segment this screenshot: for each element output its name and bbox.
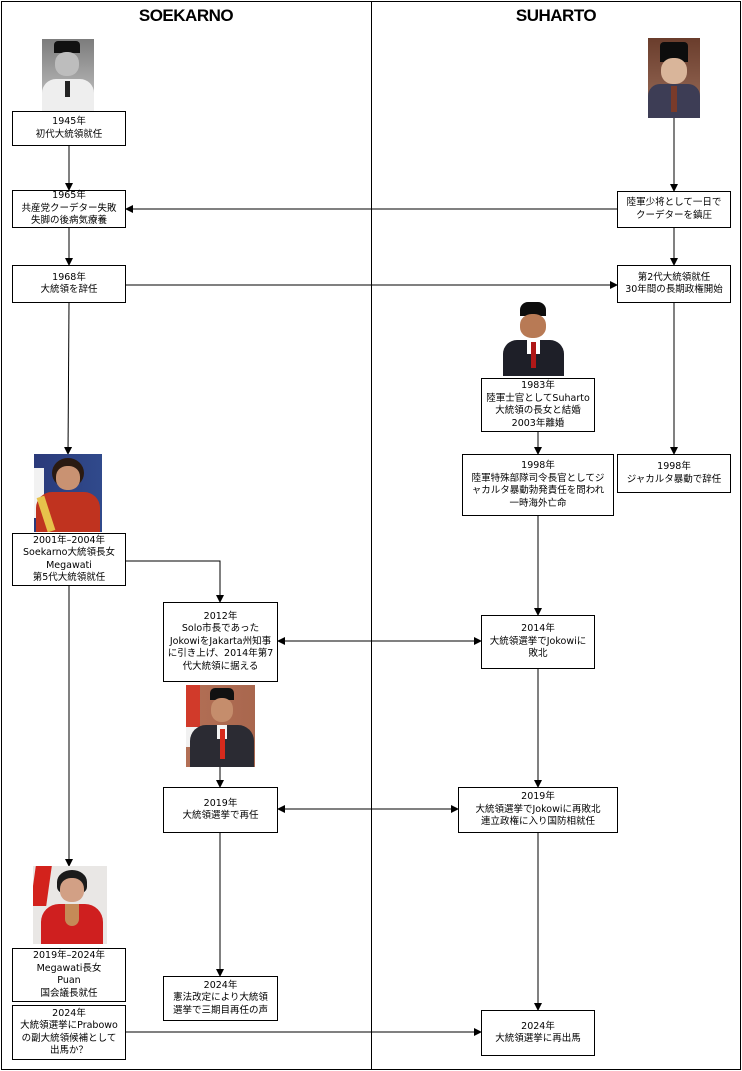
event-2024-prabowo-rerun: 2024年 大統領選挙に再出馬 [481, 1010, 595, 1056]
event-text: 憲法改定により大統領 [173, 992, 268, 1004]
event-text: Solo市長であった [181, 623, 260, 635]
event-text: ャカルタ暴動勃発責任を問われ [471, 485, 605, 496]
event-text: 2001年–2004年 [32, 534, 106, 546]
puan-photo [33, 866, 107, 944]
event-text: 一時海外亡命 [509, 497, 567, 509]
event-puan-speaker: 2019年–2024年 Megawati長女 Puan 国会議長就任 [12, 948, 126, 1002]
event-text: 2024年 [521, 1020, 555, 1032]
event-text: 失脚の後病気療養 [30, 215, 107, 227]
event-text: 2019年–2024年 [32, 950, 106, 961]
event-1998-prabowo-exile: 1998年 陸軍特殊部隊司令長官としてジ ャカルタ暴動勃発責任を問われ 一時海外… [462, 454, 614, 516]
event-text: 1965年 [52, 190, 86, 202]
suharto-column-title: SUHARTO [515, 6, 597, 25]
megawati-photo [34, 454, 102, 532]
event-suppress-coup: 陸軍少将として一日で クーデターを鎮圧 [617, 191, 731, 228]
event-text: 2012年 [203, 610, 238, 622]
event-text: Megawati [46, 559, 92, 571]
event-text: Megawati長女 [36, 962, 102, 974]
event-1998-suharto-resignation: 1998年 ジャカルタ暴動で辞任 [617, 454, 731, 493]
event-text: 1945年 [52, 116, 86, 127]
event-text: クーデターを鎮圧 [635, 209, 712, 221]
event-text: 30年間の長期政権開始 [625, 284, 723, 295]
event-text: JokowiをJakarta州知事 [169, 635, 272, 647]
event-text: 初代大統領就任 [35, 128, 103, 140]
event-text: 第2代大統領就任 [637, 271, 711, 283]
event-text: 1968年 [52, 271, 86, 283]
event-text: 国会議長就任 [40, 987, 98, 999]
event-2019-jokowi-reelected: 2019年 大統領選挙で再任 [163, 787, 278, 833]
event-text: 2019年 [203, 797, 238, 809]
event-text: Soekarno大統領長女 [23, 547, 115, 558]
event-1983-marriage: 1983年 陸軍士官としてSuharto 大統領の長女と結婚 2003年離婚 [481, 378, 595, 432]
event-text: 陸軍士官としてSuharto [486, 392, 590, 404]
event-2014-election-defeat: 2014年 大統領選挙でJokowiに 敗北 [481, 615, 595, 669]
column-divider [371, 1, 372, 1069]
event-text: 2019年 [521, 791, 555, 803]
event-text: 連立政権に入り国防相就任 [480, 816, 595, 828]
event-1945-first-president: 1945年 初代大統領就任 [12, 111, 126, 146]
soekarno-column-title: SOEKARNO [138, 6, 234, 25]
event-text: 陸軍少将として一日で [626, 197, 722, 208]
soekarno-photo [42, 39, 94, 111]
event-2024-puan-vp-candidate: 2024年 大統領選挙にPrabowo の副大統領候補として 出馬か？ [12, 1005, 126, 1060]
event-text: 大統領の長女と結婚 [495, 405, 581, 416]
jokowi-photo [186, 685, 255, 767]
event-text: 共産党クーデター失敗 [21, 202, 117, 214]
event-text: 大統領選挙でJokowiに [489, 635, 587, 647]
suharto-photo [648, 38, 700, 118]
event-1968-resignation: 1968年 大統領を辞任 [12, 265, 126, 303]
event-text: 敗北 [528, 648, 548, 660]
arrow-1968-to-megawati [64, 302, 73, 455]
event-2012-jokowi-promotion: 2012年 Solo市長であった JokowiをJakarta州知事 に引き上げ… [163, 602, 278, 682]
event-text: 1998年 [521, 460, 555, 471]
event-megawati-president: 2001年–2004年 Soekarno大統領長女 Megawati 第5代大統… [12, 533, 126, 586]
event-text: の副大統領候補として [21, 1032, 117, 1044]
event-1965-coup-failure: 1965年 共産党クーデター失敗 失脚の後病気療養 [12, 190, 126, 228]
event-text: 第5代大統領就任 [32, 572, 106, 583]
event-text: に引き上げ、2014年第7 [167, 648, 274, 660]
event-text: 2024年 [203, 979, 238, 991]
event-2019-prabowo-defense-minister: 2019年 大統領選挙でJokowiに再敗北 連立政権に入り国防相就任 [458, 787, 618, 833]
prabowo-photo [503, 300, 564, 376]
event-text: 出馬か？ [49, 1045, 88, 1056]
event-text: 大統領を辞任 [40, 284, 98, 295]
event-text: 1983年 [521, 380, 555, 391]
event-text: 陸軍特殊部隊司令長官としてジ [471, 472, 605, 484]
event-text: 2003年離婚 [511, 417, 565, 429]
event-text: 大統領選挙でJokowiに再敗北 [475, 803, 601, 815]
event-text: 2014年 [521, 623, 555, 635]
arrow-megawati-to-2012 [126, 560, 224, 603]
event-text: 2024年 [52, 1007, 86, 1019]
event-text: 代大統領に据える [182, 660, 259, 672]
event-text: 選挙で三期目再任の声 [172, 1004, 268, 1016]
event-text: Puan [57, 975, 81, 986]
event-text: 大統領選挙にPrabowo [20, 1020, 118, 1031]
event-text: 大統領選挙で再任 [182, 810, 259, 821]
event-text: 大統領選挙に再出馬 [495, 1033, 581, 1044]
event-2024-third-term-talk: 2024年 憲法改定により大統領 選挙で三期目再任の声 [163, 976, 278, 1021]
event-text: ジャカルタ暴動で辞任 [626, 473, 722, 485]
event-second-president: 第2代大統領就任 30年間の長期政権開始 [617, 265, 731, 303]
event-text: 1998年 [657, 461, 691, 472]
